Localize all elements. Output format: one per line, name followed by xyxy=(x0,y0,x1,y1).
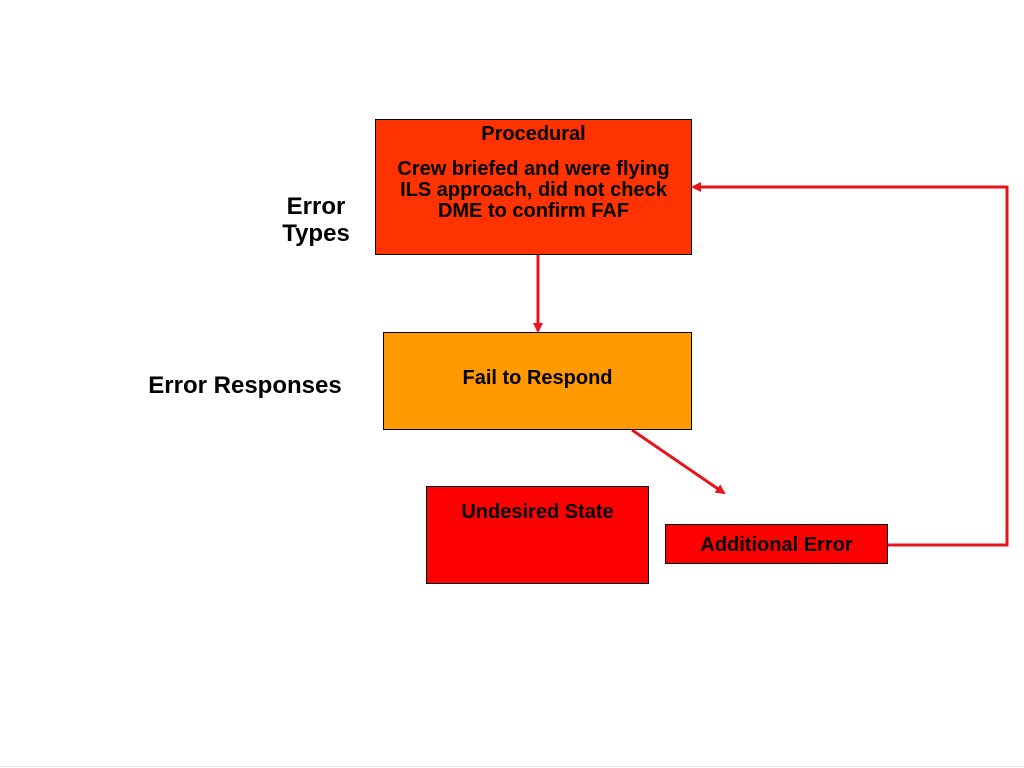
row-label-error-responses: Error Responses xyxy=(148,372,342,399)
node-additional-error: Additional Error xyxy=(665,524,888,564)
edge-additional-error-to-procedural xyxy=(691,182,1009,547)
edge-fail-to-respond-to-additional-error xyxy=(631,428,726,495)
node-fail-to-respond: Fail to Respond xyxy=(383,332,692,430)
node-undesired-state-label: Undesired State xyxy=(461,501,614,523)
bottom-divider xyxy=(0,766,1024,767)
node-undesired-state: Undesired State xyxy=(426,486,649,584)
node-procedural-heading: Procedural xyxy=(481,123,586,145)
node-procedural-description: Crew briefed and were flying ILS approac… xyxy=(397,158,670,222)
node-additional-error-label: Additional Error xyxy=(700,534,853,556)
node-fail-to-respond-label: Fail to Respond xyxy=(462,367,613,389)
row-label-error-types: Error Types xyxy=(282,193,350,247)
node-procedural: Procedural Crew briefed and were flying … xyxy=(375,119,692,255)
